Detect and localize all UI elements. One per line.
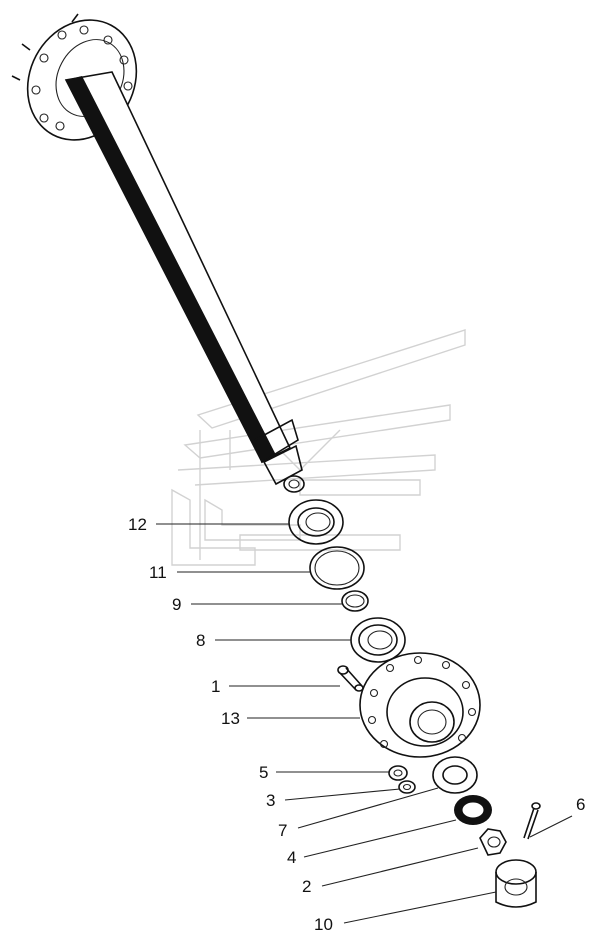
callout-8: 8 <box>196 631 205 650</box>
part-11-ring <box>309 546 365 590</box>
leader-4 <box>303 819 457 858</box>
watermark-logo <box>171 329 466 566</box>
callout-3: 3 <box>266 791 275 810</box>
callout-11: 11 <box>149 563 167 582</box>
part-7-seal <box>432 756 478 794</box>
hub-bolt-holes <box>367 655 477 749</box>
flange-bolt-holes <box>31 25 133 131</box>
callout-7: 7 <box>278 821 287 840</box>
callout-12: 12 <box>128 515 147 534</box>
axle-shaft <box>11 13 305 493</box>
callout-6: 6 <box>576 795 585 814</box>
callout-5: 5 <box>259 763 268 782</box>
part-9-ring <box>341 590 369 612</box>
leader-7 <box>297 787 439 829</box>
callout-1: 1 <box>211 677 220 696</box>
callout-labels: 12 11 9 8 1 13 5 3 7 4 6 2 10 <box>128 515 585 934</box>
leader-3 <box>284 788 401 801</box>
part-4-washer <box>454 795 492 825</box>
leader-2 <box>321 847 479 887</box>
part-5-nut <box>388 765 408 781</box>
leader-lines <box>156 523 573 924</box>
part-8-bearing <box>350 617 406 663</box>
part-10-hub-cap <box>495 859 537 908</box>
part-3-nut <box>398 780 416 794</box>
callout-4: 4 <box>287 848 296 867</box>
part-6-cotter-pin <box>523 802 541 840</box>
part-13-hub <box>359 652 481 758</box>
callout-9: 9 <box>172 595 181 614</box>
callout-13: 13 <box>221 709 240 728</box>
leader-10 <box>343 891 497 924</box>
part-12-bearing <box>288 499 344 545</box>
part-2-castle-nut <box>479 828 507 856</box>
leader-6 <box>529 815 573 838</box>
callout-2: 2 <box>302 877 311 896</box>
callout-10: 10 <box>314 915 333 934</box>
part-1-stud <box>337 665 364 692</box>
